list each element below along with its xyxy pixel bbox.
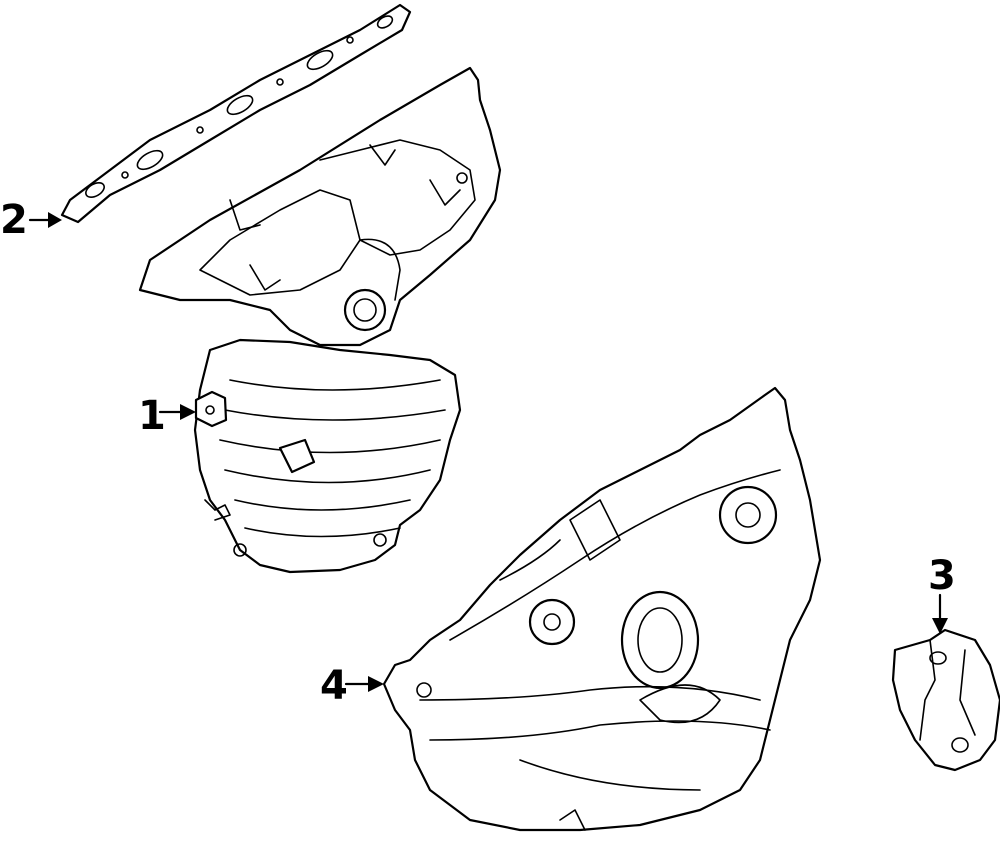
gasket-part-2[interactable] bbox=[60, 3, 412, 224]
callout-number-3: 3 bbox=[928, 553, 956, 599]
heat-shield-part-4[interactable] bbox=[382, 386, 822, 832]
bracket-part-3[interactable] bbox=[891, 628, 1000, 772]
arrow-2-head bbox=[48, 212, 62, 228]
arrow-3-head bbox=[932, 618, 948, 634]
callout-number-2: 2 bbox=[0, 197, 28, 243]
callout-number-1: 1 bbox=[138, 393, 166, 439]
leader-arrows bbox=[28, 212, 948, 692]
callout-number-4: 4 bbox=[320, 663, 348, 709]
manifold-part-1[interactable] bbox=[138, 66, 502, 574]
arrow-1-head bbox=[180, 404, 196, 420]
arrow-4-head bbox=[368, 676, 384, 692]
